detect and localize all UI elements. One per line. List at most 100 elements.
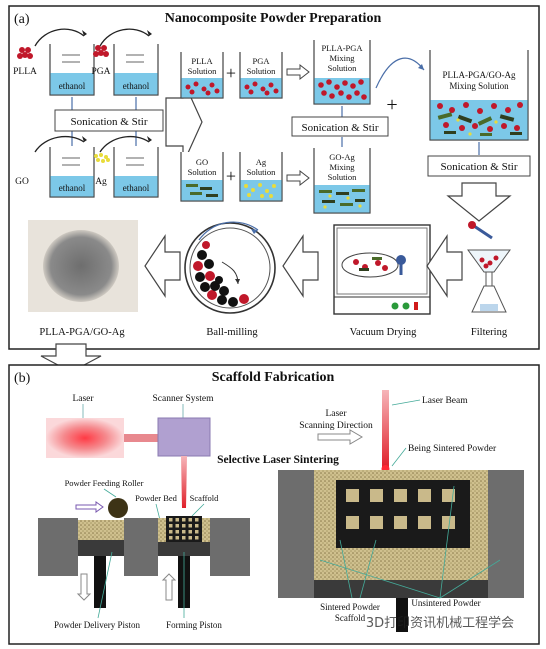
leader-line: [439, 485, 455, 599]
scaffold-pore: [346, 516, 359, 529]
panel-a-label: (a): [14, 12, 30, 27]
plus-sign: +: [226, 166, 236, 186]
arrowhead: [82, 30, 87, 36]
scan-direction-arrow: [317, 429, 363, 445]
scaffold-pore: [370, 516, 383, 529]
final-mix-label: PLLA-PGA/GO-Ag: [443, 70, 516, 80]
go-solution-beaker: GO Solution: [180, 152, 224, 202]
forming-piston-label: Forming Piston: [166, 620, 222, 630]
mix2-label-3: Solution: [328, 172, 358, 182]
big-down-arrow: [446, 182, 512, 222]
scaffold-pore: [182, 530, 186, 534]
scaffold-pore: [442, 489, 455, 502]
leader-line: [191, 503, 205, 517]
leader-line: [155, 503, 161, 521]
plus-sign: +: [386, 94, 397, 116]
pga-solution-label: PGA: [252, 56, 270, 66]
solvent-label: ethanol: [123, 81, 150, 91]
leader-line: [359, 539, 377, 599]
scaffold-pore: [195, 518, 199, 522]
leader-line: [339, 539, 353, 599]
sonication-label: Sonication & Stir: [71, 116, 148, 128]
sonication-label: Sonication & Stir: [441, 161, 518, 173]
scan-direction-label-2: Scanning Direction: [299, 421, 373, 431]
pga-solution-beaker: PGA Solution: [239, 52, 283, 99]
solvent-label: ethanol: [123, 183, 150, 193]
scaffold-pore: [346, 489, 359, 502]
pga-solution-label-2: Solution: [247, 66, 277, 76]
mix1-label-3: Solution: [328, 63, 358, 73]
go-solution-label-2: Solution: [188, 167, 218, 177]
sls-machine-right: [278, 470, 524, 632]
panel-b-title: Scaffold Fabrication: [212, 370, 335, 385]
scaffold-pore: [188, 524, 192, 528]
arrowhead: [147, 136, 152, 142]
scaffold-pore: [195, 536, 199, 540]
laser-beam-label: Laser Beam: [422, 396, 468, 406]
leader-line: [97, 551, 113, 619]
ag-solution-label: Ag: [256, 157, 267, 167]
sonication-label: Sonication & Stir: [302, 122, 379, 134]
roller-label: Powder Feeding Roller: [65, 478, 144, 488]
leader-line: [391, 447, 407, 467]
leader-line: [103, 488, 117, 498]
piston-arrow-up: [76, 573, 92, 601]
panel-connector-arrow: [40, 343, 102, 373]
sonication-box: [54, 109, 164, 132]
watermark: 3D打印资讯机械工程学会: [366, 615, 514, 631]
panel-b-label: (b): [14, 371, 31, 386]
scanner-system: [157, 417, 211, 457]
scaffold-pore: [182, 536, 186, 540]
leader-line: [319, 559, 441, 599]
arrowhead: [147, 30, 152, 36]
scaffold-pore: [188, 518, 192, 522]
laser-beam-right: [382, 390, 389, 468]
vacuum-oven: [333, 224, 431, 315]
powder-bed-label: Powder Bed: [135, 493, 178, 503]
laser-beam-left: [181, 456, 187, 508]
scaffold-pore: [188, 536, 192, 540]
scaffold-label: Scaffold: [190, 493, 219, 503]
scaffold-grid-left: [169, 518, 199, 540]
scaffold-pore: [169, 530, 173, 534]
unsintered-label: Unsintered Powder: [411, 598, 480, 608]
ethanol-beaker-pga: ethanol: [113, 44, 159, 96]
ballmill-label: Ball-milling: [206, 327, 258, 338]
go-solution-label: GO: [196, 157, 208, 167]
laser-path: [124, 434, 158, 442]
final-mix-label-2: Mixing Solution: [449, 81, 509, 91]
sonication-box-middle: [291, 116, 389, 137]
big-left-arrow: [144, 234, 181, 298]
big-left-arrow: [282, 234, 319, 298]
final-mixing-beaker: PLLA-PGA/GO-Ag Mixing Solution: [429, 50, 529, 141]
scaffold-pore: [394, 489, 407, 502]
scaffold-pore: [370, 489, 383, 502]
pga-particles: [93, 45, 109, 57]
being-sintered-label: Being Sintered Powder: [408, 444, 497, 454]
scaffold-pore: [169, 536, 173, 540]
plla-label: PLLA: [13, 67, 37, 77]
big-left-arrow: [426, 234, 463, 298]
powder-label: PLLA-PGA/GO-Ag: [39, 327, 125, 338]
scaffold-pore: [394, 516, 407, 529]
plla-solution-label-2: Solution: [188, 66, 218, 76]
scanner-label: Scanner System: [153, 394, 215, 404]
ball-mill: [184, 221, 276, 314]
curved-arrow: [375, 57, 425, 89]
laser-label: Laser: [72, 394, 94, 404]
scaffold-pore: [175, 536, 179, 540]
mix2-label-2: Mixing: [329, 162, 355, 172]
filter-funnel: [467, 221, 511, 313]
ag-solution-label-2: Solution: [247, 167, 277, 177]
scaffold-pore: [442, 516, 455, 529]
scaffold-pore: [182, 518, 186, 522]
panel-a-title: Nanocomposite Powder Preparation: [165, 11, 382, 26]
scaffold-pore: [182, 524, 186, 528]
scaffold-pore: [175, 524, 179, 528]
plla-solution-beaker: PLLA Solution: [180, 52, 224, 99]
ethanol-beaker-plla: ethanol: [49, 44, 95, 96]
leader-line: [439, 559, 501, 599]
vacuum-label: Vacuum Drying: [350, 327, 418, 338]
scaffold-pore: [195, 524, 199, 528]
